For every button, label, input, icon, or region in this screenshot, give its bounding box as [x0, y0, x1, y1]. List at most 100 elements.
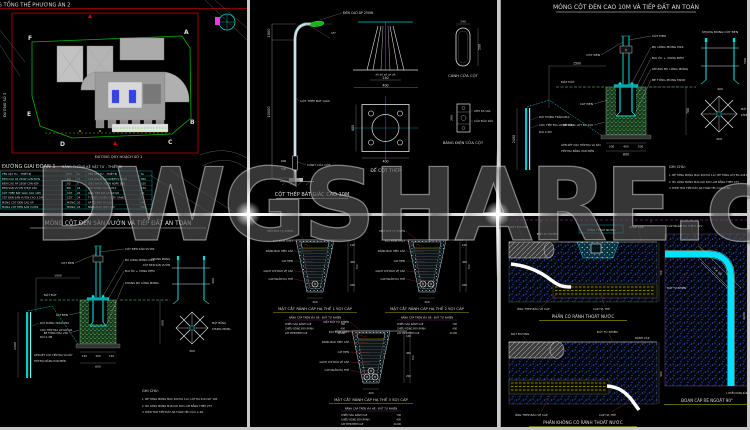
corner-d: D	[60, 141, 65, 148]
spec-label: CÁT ĐEN ĐỆM CÁP	[397, 332, 420, 335]
leader-label: KHUNG BU LÔNG MÓNG	[125, 280, 159, 285]
pole-door	[292, 155, 298, 171]
crossing-label: ỐNG THÉP BẢO VỆ CÁP	[515, 412, 548, 417]
table-cell: MÓNG CỘT ĐÈN SÂN VƯỜN	[2, 204, 38, 209]
legend-table: TÊN VẬT TƯ - THIẾT BỊ ĐVT SL TÊN VẬT TƯ …	[0, 170, 153, 210]
rod-label: DÂY ĐỒNG TRẦN M10	[40, 320, 70, 325]
table-cell: BĂNG BÁO HIỆU CÁP	[88, 204, 115, 209]
cable-bend-90: CÁP NGẦM HẠ THẾ 0.4KV ĐẤT TỰ NHIÊN R ≥ 1…	[664, 222, 750, 405]
detail-title: KHUNG MÓNG	[741, 112, 750, 117]
crossing-label: RÃNH CÁP	[629, 224, 644, 229]
spec-value: 700	[396, 414, 401, 417]
trench-title: MẶT CẮT RÃNH CÁP HẠ THẾ 1 SỢI CÁP	[278, 305, 352, 311]
table-cell: 24	[77, 186, 81, 190]
detail-title: KHUNG MÓNG CỘT ĐÈN	[702, 29, 738, 34]
table-cell: 180	[141, 186, 146, 190]
trench-leader-label: MẶT ĐẤT TỰ NHIÊN	[380, 228, 406, 233]
table-cell: DÂY ĐỒNG TRẦN M10	[88, 185, 117, 190]
leader-lines-right	[628, 35, 652, 117]
dim-label: 400	[313, 300, 318, 304]
dim-label: 400	[462, 260, 467, 264]
table-cell: 20	[77, 200, 81, 204]
foundation-block	[75, 295, 121, 349]
table-cell: CỘT ĐÈN SÂN VƯỜN CAO 3.5M	[2, 195, 43, 200]
leader-label: CỘT ĐÈN SÂN VƯỜN	[125, 246, 154, 251]
dim-label: 400	[382, 83, 388, 87]
table-cell: 850	[141, 177, 146, 181]
table-cell: BỘ	[67, 185, 71, 190]
dim-label: 400	[717, 87, 723, 91]
door-leader	[297, 161, 307, 166]
crossing-label: ỐNG THÉP BẢO VỆ CÁP	[517, 306, 550, 311]
table-header: TÊN VẬT TƯ - THIẾT BỊ	[2, 170, 31, 176]
dim-label: 400	[425, 300, 430, 304]
trench-subtitle: RÃNH CÁP TRÊN VỈA HÈ - ĐẤT TỰ NHIÊN	[289, 315, 341, 320]
cable-route-dashed	[505, 219, 747, 226]
crossing-without-drain: MẶT ĐƯỜNG ĐẤT TỰ NHIÊN RÃNH CÁP ỐNG THÉP…	[508, 329, 663, 427]
pole-stub	[86, 245, 110, 301]
dim-label: 400	[623, 145, 629, 149]
angle-label: 15°	[331, 31, 337, 35]
dim-label: 500	[478, 44, 482, 50]
dim-label: 400	[406, 351, 411, 355]
shaft-label: CỘT THÉP BÁT GIÁC	[300, 98, 330, 103]
leader-left	[74, 253, 97, 264]
anchor-frame-detail	[700, 38, 740, 85]
dim-label: 200	[609, 145, 615, 149]
dim-label: 1000	[742, 312, 746, 319]
pole-title: CỘT THÉP BÁT GIÁC CAO 10M	[275, 190, 350, 198]
ground-rod	[525, 99, 602, 170]
door-board-detail	[456, 103, 473, 133]
table-cell: CỌC TIẾP ĐỊA L63x63x6	[88, 189, 119, 195]
bottom-edge-line	[0, 427, 750, 430]
table-cell: 850	[141, 205, 146, 209]
leader-left	[593, 99, 609, 105]
table-cell: 24	[77, 205, 81, 209]
leader-left	[600, 41, 624, 56]
spec-value: 400	[452, 328, 457, 331]
dim-label: 1000	[54, 274, 62, 278]
note-line: 1. BÊ TÔNG MÓNG MÁC 200 ĐÁ 1x2, LÓT ĐÁ 4…	[142, 396, 218, 401]
bend-label: CÁP NGẦM HẠ THẾ 0.4KV	[667, 222, 703, 228]
street-label-side: ĐƯỜNG SỐ 3	[2, 93, 7, 117]
table-cell: 44	[141, 200, 145, 204]
note-line: 2. BU LÔNG MÓNG M24 DÀI 500 LÀM BẰNG THÉ…	[669, 179, 739, 184]
door-leaf-detail	[455, 23, 479, 67]
dim-label: 700	[411, 355, 415, 360]
table-cell: ĐÈN CAO ÁP 250W CẦN ĐƠN	[2, 176, 40, 181]
door-label: CÁNH CỬA CỘT	[307, 162, 331, 167]
leader-label: MẶT ĐẤT	[561, 79, 575, 84]
panel-site-plan: MẶT BẰNG TỔNG THỂ PHƯƠNG ÁN 2	[0, 0, 247, 213]
dim-label: 700	[467, 264, 471, 269]
leader-label: BÊ TÔNG LÓT ĐÁ 4x6	[563, 122, 593, 127]
table-cell: 24	[77, 196, 81, 200]
leader-label: CỘT ĐÈN	[586, 52, 600, 57]
dim-label: 140	[460, 20, 466, 24]
leader-label: CÁT ĐEN	[580, 101, 593, 106]
spec-value: 400	[396, 419, 401, 422]
lamp-label: ĐÈN CAO ÁP 250W	[343, 10, 374, 15]
dim-label: 100	[350, 243, 355, 247]
table-cell: ĐÈN SÂN VƯỜN CHỤP CẦU	[2, 185, 37, 190]
dim-label: 400	[382, 160, 388, 164]
leader-label: BU LÔNG MÓNG M24	[652, 44, 684, 49]
pole-dimension-lines	[271, 23, 296, 179]
crossing-label: MẶT ĐƯỜNG	[510, 224, 528, 229]
leader-label: BU LÔNG MÓNG M16	[125, 257, 155, 262]
table-cell: BỘ	[67, 181, 71, 186]
table-cell: TỦ ĐIỀU KHIỂN CHIẾU SÁNG	[88, 194, 125, 200]
spec-value: 700	[452, 323, 457, 326]
dim-label: 600	[281, 159, 287, 163]
dim-label: 10000	[267, 106, 271, 118]
spec-value: 2x100	[338, 332, 346, 335]
weld-note: LIÊN KẾT CỌC TIẾP ĐỊA VÀ DÂY	[34, 351, 73, 357]
panel-foundation-10m: MÓNG CỘT ĐÈN CAO 10M VÀ TIẾP ĐẤT AN TOÀN…	[500, 0, 750, 213]
dim-label: 700	[355, 264, 359, 269]
note-line: 2. BU LÔNG MÓNG M16 DÀI 300 LÀM BẰNG THÉ…	[142, 403, 212, 408]
street-label: ĐƯỜNG QUY HOẠCH SỐ 1	[95, 154, 142, 159]
dim-label: 150	[82, 354, 87, 358]
detail-title: MẶT BẰNG	[741, 106, 750, 111]
leader-label: BÊ TÔNG MÁC 200	[44, 330, 69, 335]
phase-label: ĐƯỜNG GIAI ĐOẠN 1	[2, 163, 56, 170]
